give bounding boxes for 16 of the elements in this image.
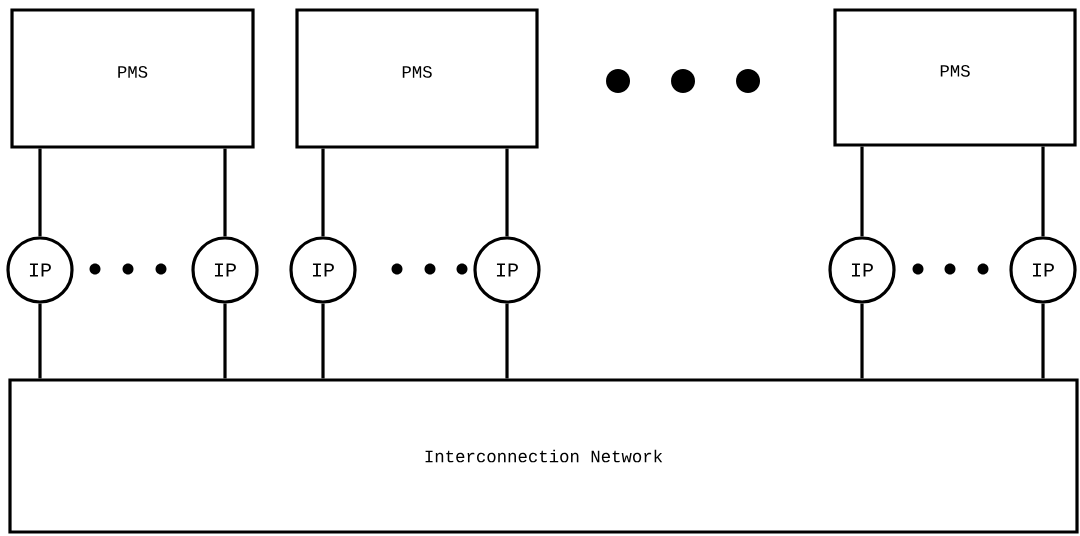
connector-line (505, 148, 509, 237)
processor-memory-box: PMS (833, 8, 1077, 147)
connector-line (1041, 146, 1045, 237)
connector-line (223, 303, 227, 379)
processor-memory-box: PMS (10, 8, 255, 149)
connector-line (505, 303, 509, 379)
network-box: Interconnection Network (8, 378, 1079, 534)
connector-line (321, 148, 325, 237)
connector-line (321, 303, 325, 379)
connector-line (223, 148, 227, 237)
connector-line (38, 303, 42, 379)
connector-line (1041, 303, 1045, 379)
connector-line (860, 303, 864, 379)
processor-memory-box: PMS (295, 8, 539, 149)
connector-line (38, 148, 42, 237)
connector-line (860, 146, 864, 237)
